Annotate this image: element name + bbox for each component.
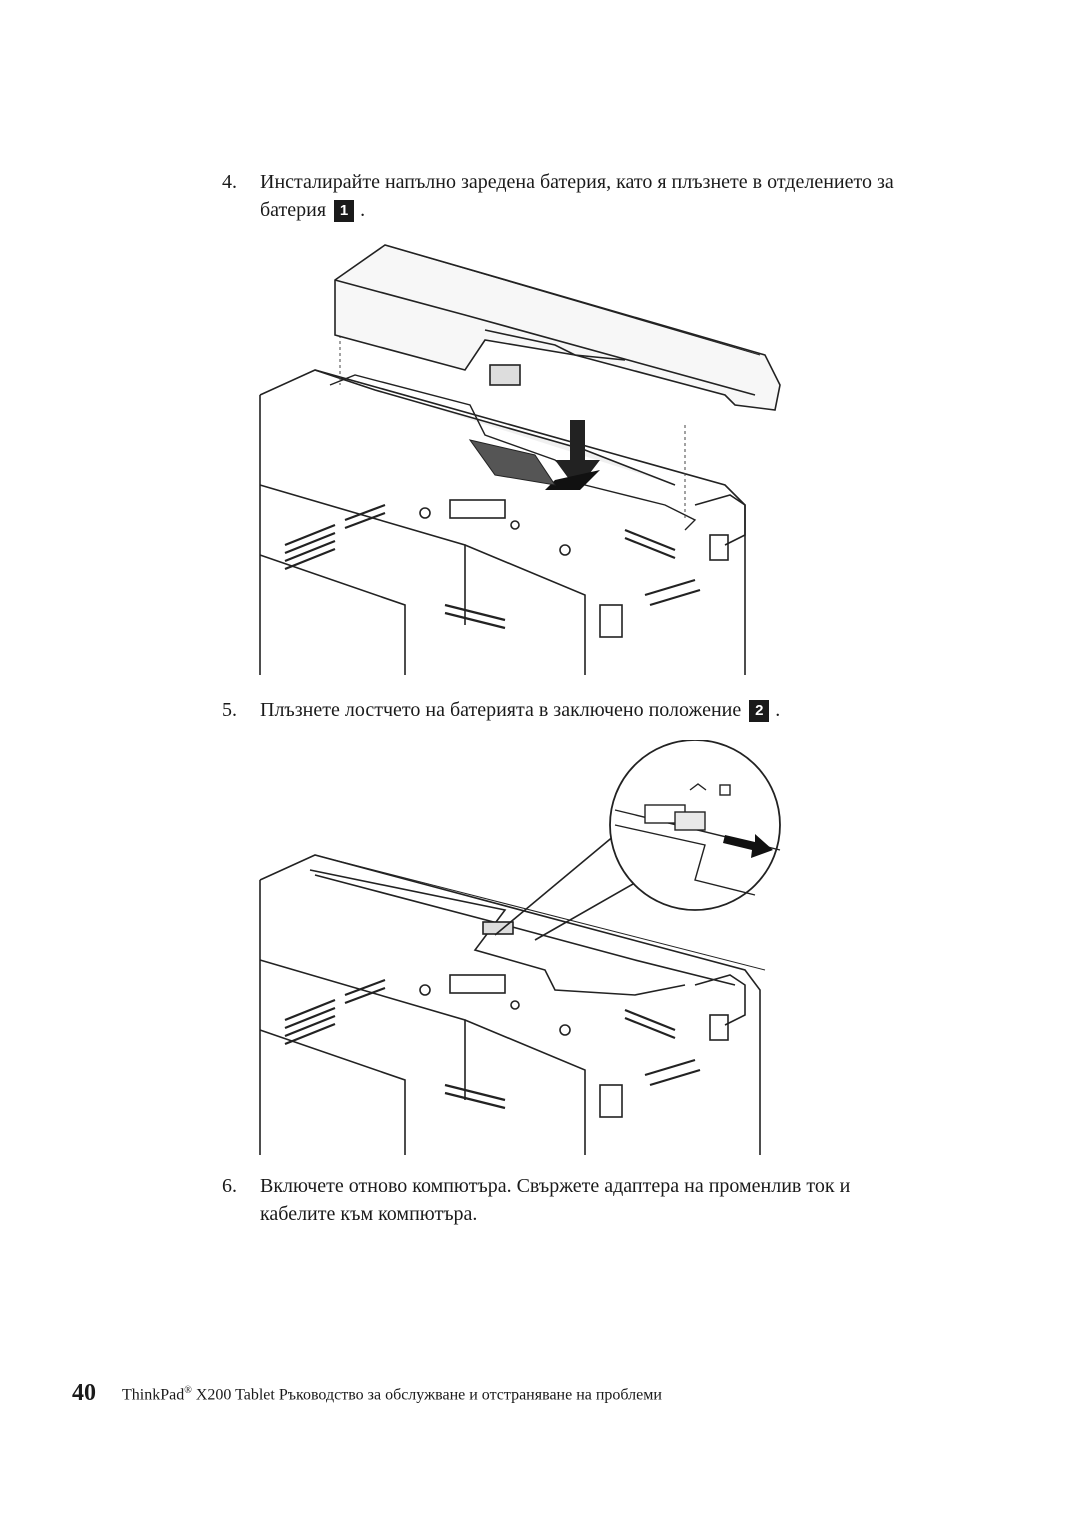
step-number: 5.: [222, 699, 237, 721]
callout-badge-2: 2: [749, 700, 770, 723]
callout-badge-1: 1: [334, 200, 355, 223]
step-4: 4. Инсталирайте напълно заредена батерия…: [222, 168, 1002, 224]
step-number: 6.: [222, 1175, 237, 1197]
step-text-line2: батерия: [260, 199, 327, 221]
page-number: 40: [72, 1380, 96, 1406]
step-text: Плъзнете лостчето на батерията в заключе…: [260, 699, 742, 721]
step-end: .: [775, 699, 781, 721]
step-text-line1: Инсталирайте напълно заредена батерия, к…: [260, 171, 894, 193]
battery-insertion-illustration: [259, 244, 781, 675]
step-text-line2: кабелите към компютъра.: [260, 1203, 478, 1225]
title-rest: X200 Tablet Ръководство за обслужване и …: [191, 1386, 662, 1404]
step-number: 4.: [222, 171, 237, 193]
step-5: 5. Плъзнете лостчето на батерията в закл…: [222, 696, 1002, 724]
step-end: .: [360, 199, 366, 221]
brand-name: ThinkPad: [122, 1386, 185, 1404]
battery-latch-illustration: [259, 740, 781, 1155]
step-text-line1: Включете отново компютъра. Свържете адап…: [260, 1175, 851, 1197]
document-title: ThinkPad® X200 Tablet Ръководство за обс…: [122, 1385, 662, 1404]
registered-mark: ®: [184, 1385, 192, 1396]
page-footer: 40 ThinkPad® X200 Tablet Ръководство за …: [72, 1380, 972, 1410]
step-6: 6. Включете отново компютъра. Свържете а…: [222, 1172, 1002, 1228]
